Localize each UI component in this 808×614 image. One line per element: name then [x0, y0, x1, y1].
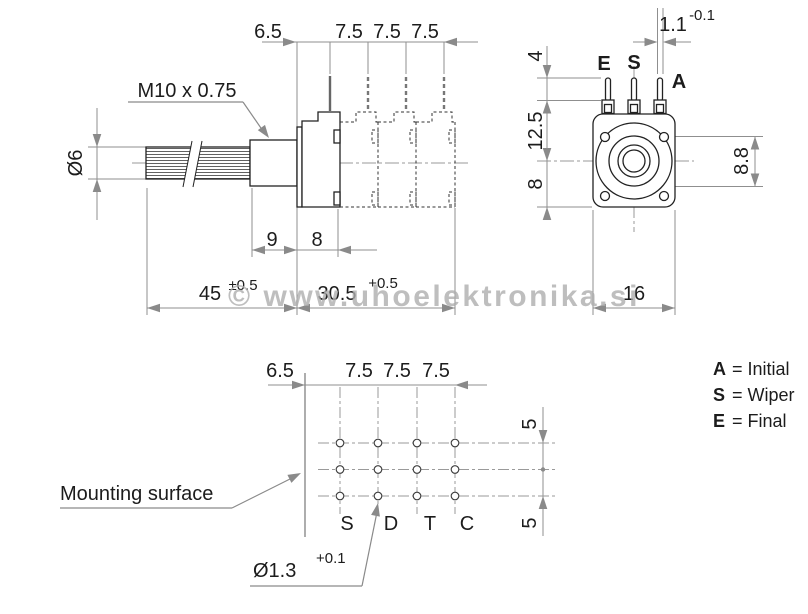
- dim-1-1-tol: -0.1: [689, 7, 715, 24]
- dim-8: 8: [311, 229, 322, 251]
- dim-5-top: 5: [519, 418, 541, 429]
- dim-6-5: 6.5: [254, 21, 282, 43]
- front-view: E S A 1.1 -0.1 4 12.5 8 8.8 16: [525, 7, 763, 315]
- front-body: [592, 77, 676, 208]
- dim-7-5-b: 7.5: [373, 21, 401, 43]
- dim-8-front: 8: [525, 178, 547, 189]
- front-pins: [601, 77, 667, 115]
- bottom-dim-arrows: [292, 380, 548, 509]
- legend-key-e: E: [713, 411, 725, 431]
- break-mark: [182, 140, 203, 188]
- mount-hole: [658, 131, 670, 143]
- threaded-bushing: [249, 139, 298, 187]
- pin-label-a: A: [672, 71, 686, 93]
- grid-centerlines: [318, 387, 557, 514]
- thread-label: M10 x 0.75: [138, 80, 237, 102]
- bottom-dim-lines: [268, 384, 544, 536]
- dim-7-5-a: 7.5: [335, 21, 363, 43]
- side-dim-arrows: [92, 37, 457, 313]
- flange-circle: [595, 122, 673, 200]
- boss-circle: [608, 135, 660, 187]
- legend: A = Initial S = Wiper E = Final: [713, 359, 795, 431]
- legend-desc-a: = Initial: [732, 359, 790, 379]
- col-label-c: C: [460, 513, 474, 535]
- mount-hole: [599, 190, 611, 202]
- mount-hole: [599, 131, 611, 143]
- hole-dia-leader: [250, 511, 378, 587]
- mounting-leader-arrow-icon: [287, 473, 301, 483]
- bdim-7-5-b: 7.5: [383, 360, 411, 382]
- col-label-t: T: [424, 513, 436, 535]
- ghost-pins: [366, 77, 446, 111]
- shaft-diameter-label: Ø6: [65, 150, 87, 177]
- dim-5-bottom: 5: [519, 517, 541, 528]
- dim-30-5-tol: +0.5: [368, 275, 398, 292]
- hole-diameter-tol: +0.1: [316, 550, 346, 567]
- m10-leader-arrow-icon: [257, 124, 269, 138]
- bottom-view: 6.5 7.5 7.5 7.5 S D T C 5 5 Mounting sur…: [60, 360, 557, 587]
- legend-desc-e: = Final: [732, 411, 787, 431]
- mounting-plate: [296, 126, 303, 208]
- shaft-hole-inner: [622, 149, 646, 173]
- mounting-surface-label: Mounting surface: [60, 483, 213, 505]
- dim-1-1: 1.1: [659, 14, 687, 36]
- mounting-surface-leader: [60, 475, 297, 509]
- dim-4: 4: [525, 50, 547, 61]
- dim-midpoint-dot: [540, 467, 546, 472]
- shaft-hole-outer: [617, 144, 651, 178]
- front-dim-lines: [537, 8, 763, 315]
- dim-8-8: 8.8: [731, 147, 753, 175]
- mount-hole: [658, 190, 670, 202]
- m10-leader-line: [128, 101, 264, 132]
- dim-16: 16: [623, 283, 645, 305]
- pin-label-e: E: [597, 53, 610, 75]
- side-body: [145, 111, 341, 208]
- dim-7-5-c: 7.5: [411, 21, 439, 43]
- dim-9: 9: [266, 229, 277, 251]
- dim-12-5: 12.5: [525, 112, 547, 151]
- bdim-7-5-a: 7.5: [345, 360, 373, 382]
- dim-30-5: 30.5: [318, 283, 357, 305]
- pin-label-s: S: [627, 52, 640, 74]
- side-view: M10 x 0.75 Ø6 6.5 7.5 7.5 7.5 9 8 45 ±0.…: [65, 21, 478, 315]
- body-housing: [301, 111, 341, 208]
- legend-key-a: A: [713, 359, 726, 379]
- bdim-7-5-c: 7.5: [422, 360, 450, 382]
- legend-desc-s: = Wiper: [732, 385, 795, 405]
- hole-diameter-label: Ø1.3: [253, 560, 296, 582]
- col-label-d: D: [384, 513, 398, 535]
- legend-key-s: S: [713, 385, 725, 405]
- pin-hole-grid: [335, 438, 460, 501]
- hole-dia-arrow-icon: [371, 503, 380, 517]
- watermark: © www.uhoelektronika.si: [228, 280, 640, 313]
- front-dim-arrows: [542, 37, 760, 313]
- dim-45: 45: [199, 283, 221, 305]
- ghost-modules: [340, 111, 456, 208]
- dim-45-tol: ±0.5: [228, 277, 257, 294]
- bdim-6-5: 6.5: [266, 360, 294, 382]
- col-label-s: S: [340, 513, 353, 535]
